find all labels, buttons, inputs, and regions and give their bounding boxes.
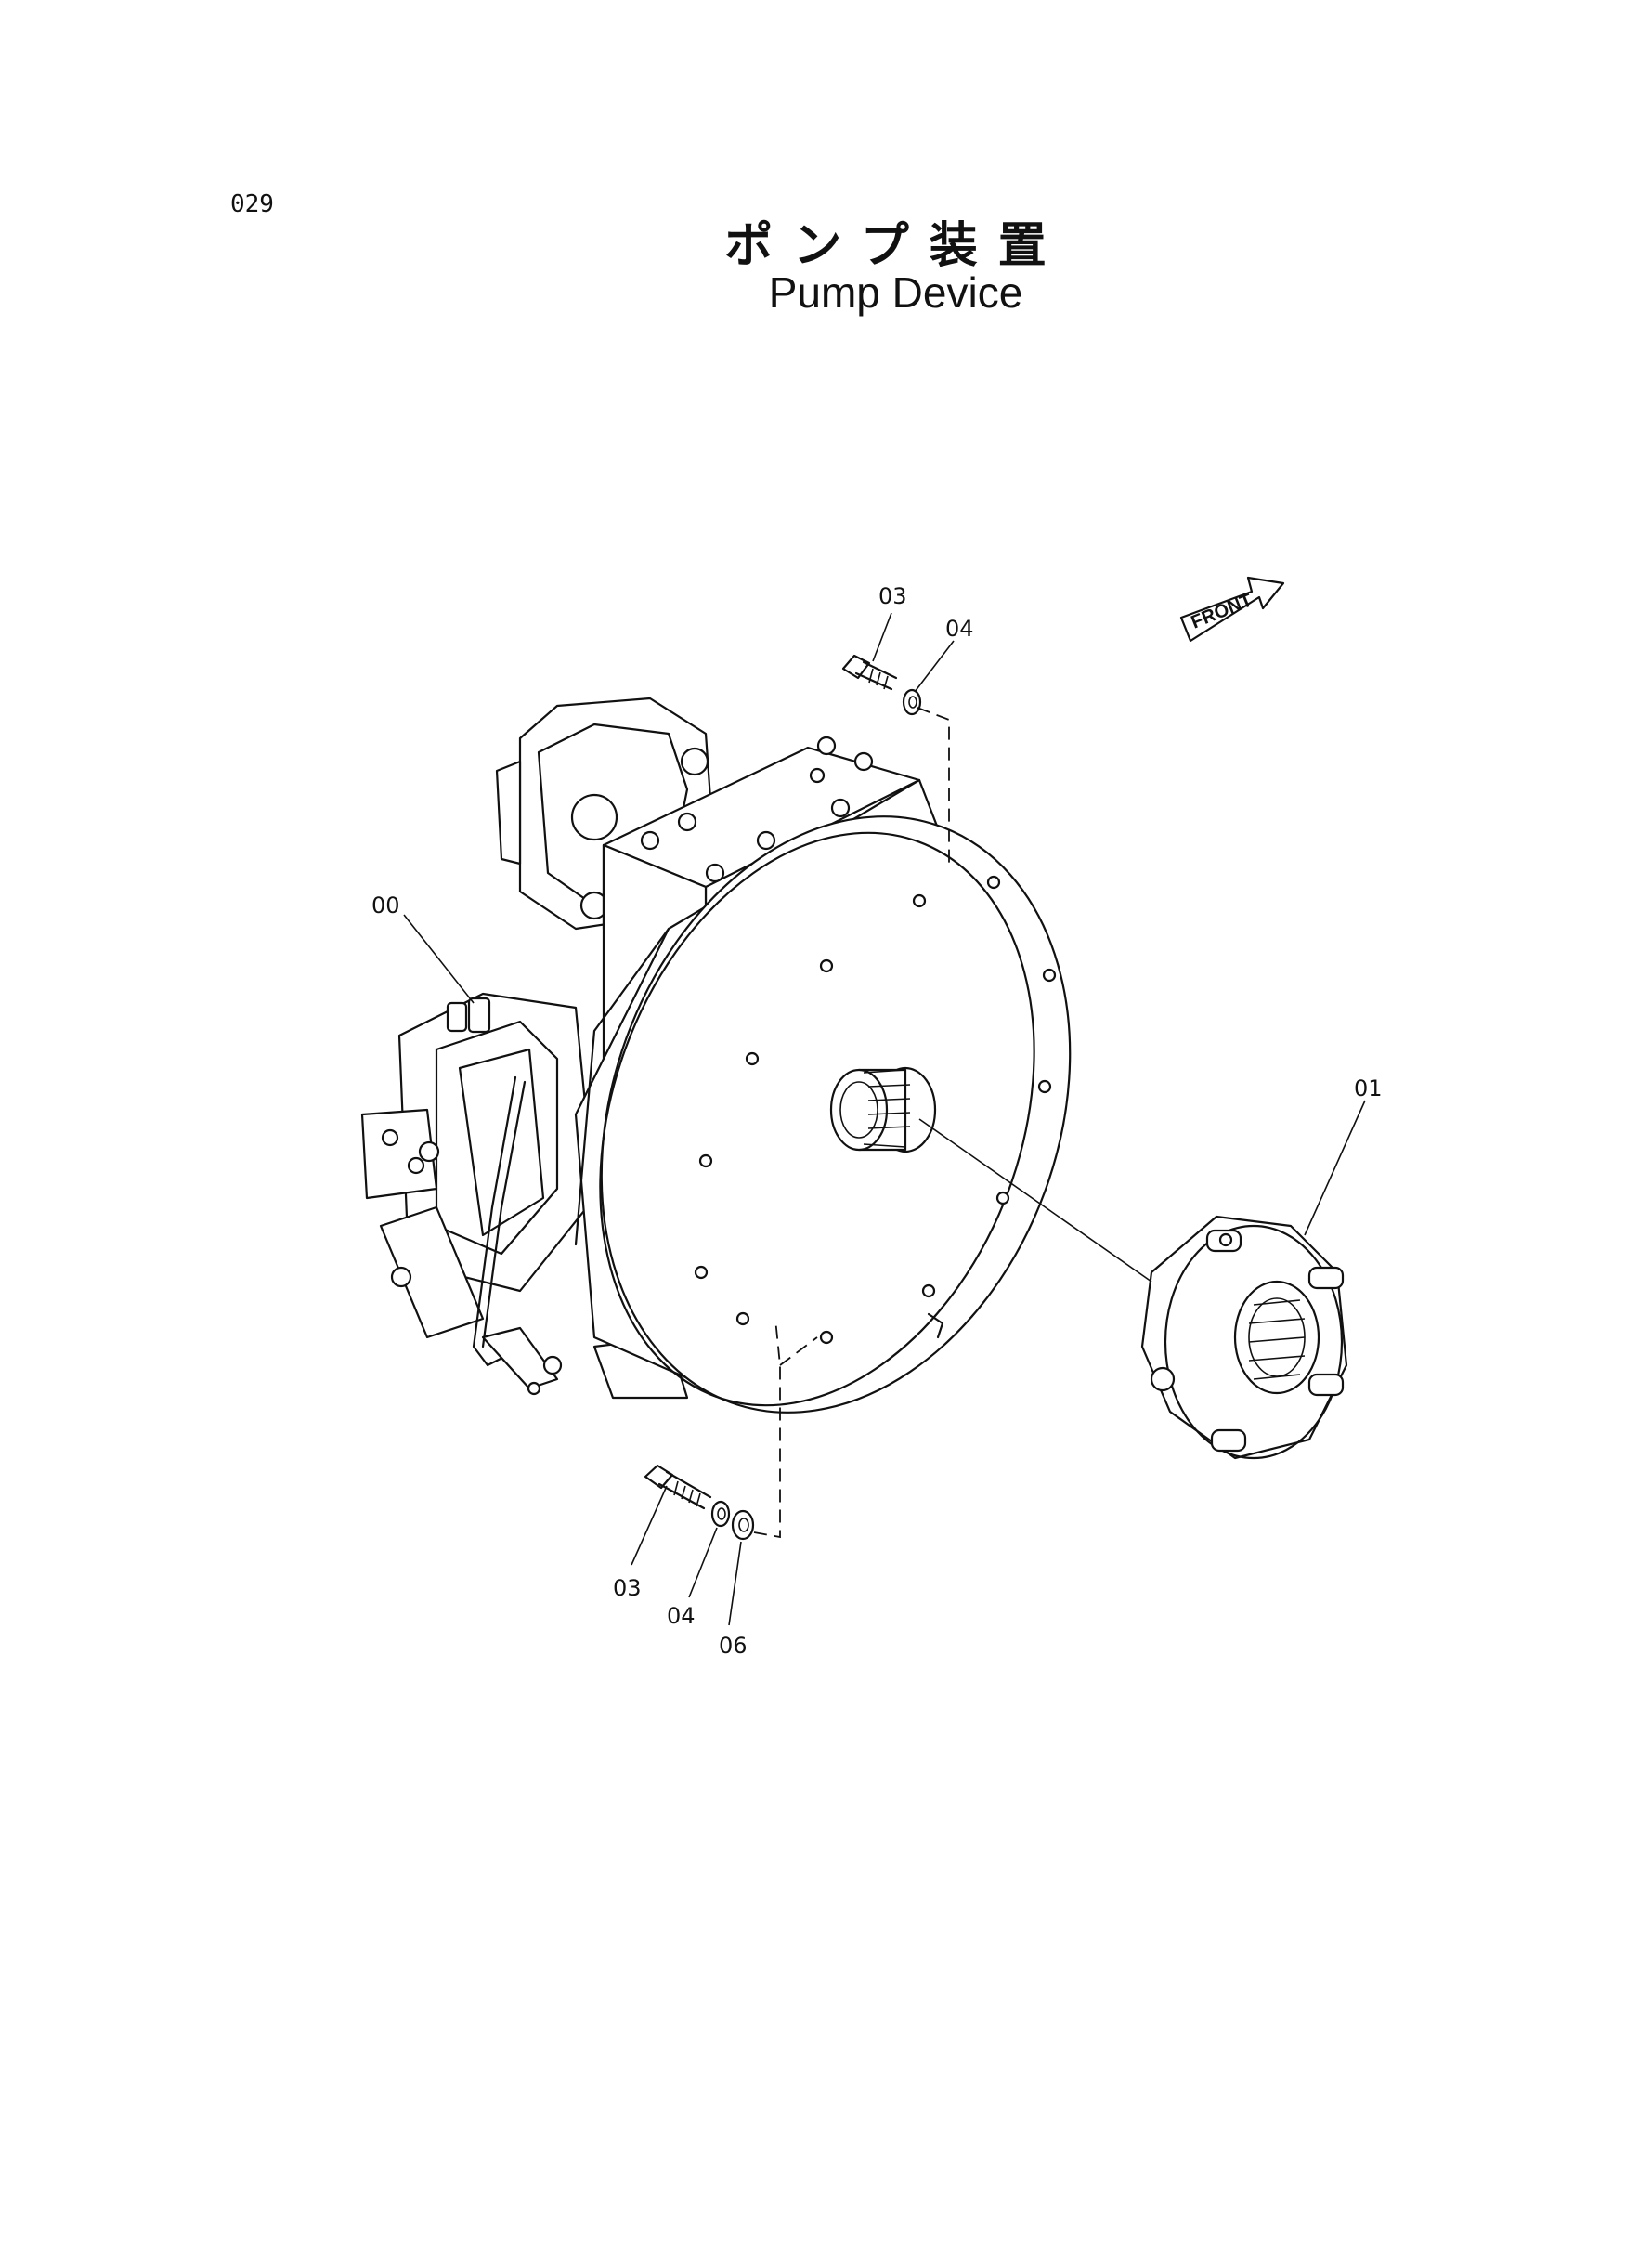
leader-03-top [872, 612, 892, 662]
callout-06-bottom: 06 [719, 1633, 748, 1659]
washer-bottom-06 [731, 1509, 755, 1541]
bottom-bolt-leader-2 [779, 1336, 818, 1366]
page-title-japanese: ポンプ装置 [724, 218, 1067, 274]
leader-06-bottom [728, 1541, 742, 1626]
callout-03-top: 03 [878, 583, 907, 609]
washer-top [902, 688, 922, 716]
top-bolt-leader [917, 707, 950, 864]
leader-04-top [914, 640, 955, 693]
page-title-english: Pump Device [768, 268, 1023, 317]
front-label: FRONT [1189, 590, 1255, 632]
bolt-top [841, 654, 898, 691]
front-arrow-indicator: FRONT [1179, 576, 1285, 643]
callout-00: 00 [371, 892, 400, 919]
leader-01 [1304, 1100, 1366, 1236]
bottom-bolt-leader [753, 1318, 781, 1539]
coupling [1140, 1215, 1348, 1460]
callout-01: 01 [1354, 1075, 1383, 1101]
leader-04-bottom [688, 1527, 718, 1598]
bolt-bottom [644, 1464, 712, 1510]
page-number: 029 [230, 190, 274, 218]
splined-shaft [829, 1066, 937, 1153]
shaft-axis-line [918, 1118, 1152, 1283]
callout-04-top: 04 [945, 616, 974, 642]
leader-03-bottom [631, 1485, 668, 1566]
callout-03-bottom: 03 [613, 1575, 642, 1601]
washer-bottom-04 [710, 1500, 731, 1528]
leader-00 [403, 914, 475, 1004]
callout-04-bottom: 04 [667, 1603, 696, 1629]
